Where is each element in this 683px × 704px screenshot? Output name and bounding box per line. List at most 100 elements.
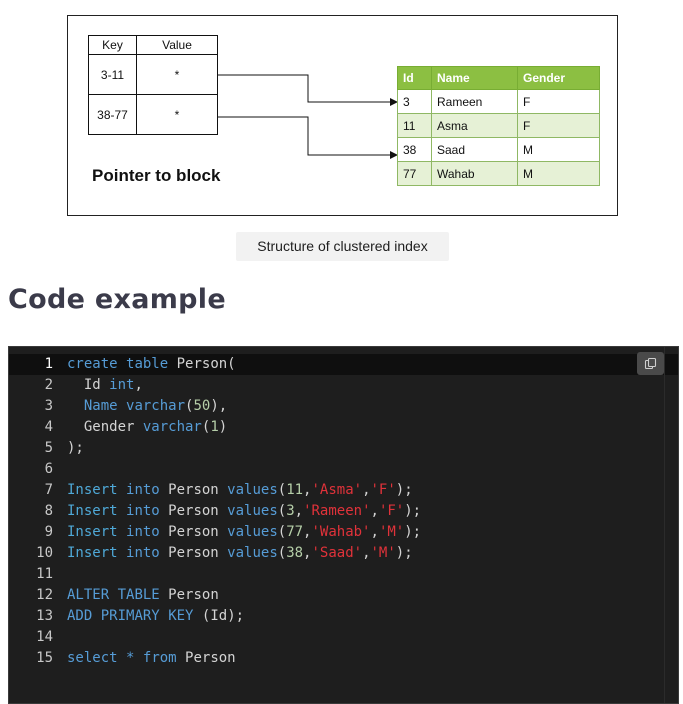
- line-number: 4: [44, 419, 53, 435]
- code-token: [134, 650, 142, 666]
- data-cell-id: 3: [397, 89, 432, 114]
- code-line: 6: [9, 459, 678, 480]
- line-number: 8: [44, 503, 53, 519]
- code-token: ),: [210, 398, 228, 414]
- code-token: varchar: [142, 419, 202, 435]
- pointer-arrow-2: [218, 116, 398, 159]
- code-token: ALTER: [67, 587, 110, 603]
- code-token: Person: [159, 524, 228, 540]
- index-key-cell: 38-77: [88, 94, 137, 135]
- code-token: into: [126, 503, 160, 519]
- data-block-table: Id Name Gender 3 Rameen F 11 Asma F 38 S…: [397, 66, 600, 186]
- code-token: select: [67, 650, 118, 666]
- code-token: 11: [286, 482, 304, 498]
- code-token: [118, 482, 126, 498]
- pointer-arrow-1: [218, 74, 398, 106]
- code-token: (: [185, 398, 194, 414]
- code-token: 1: [210, 419, 219, 435]
- code-line: 11: [9, 564, 678, 585]
- code-token: 3: [286, 503, 295, 519]
- code-token: ,: [303, 545, 312, 561]
- copy-code-button[interactable]: [637, 352, 664, 375]
- copy-icon: [644, 357, 657, 370]
- data-row: 3 Rameen F: [397, 89, 600, 114]
- code-token: Person(: [168, 356, 236, 372]
- code-token: values: [227, 482, 278, 498]
- code-token: 50: [193, 398, 211, 414]
- code-text: [53, 564, 678, 585]
- index-row: 3-11 *: [88, 54, 218, 95]
- code-token: values: [227, 524, 278, 540]
- line-number: 14: [36, 629, 53, 645]
- code-text: Gender varchar(1): [53, 417, 678, 438]
- code-token: values: [227, 503, 278, 519]
- code-token: 'M': [370, 545, 396, 561]
- code-token: values: [227, 545, 278, 561]
- code-token: );: [67, 440, 84, 456]
- line-number: 15: [36, 650, 53, 666]
- code-token: Person: [176, 650, 236, 666]
- data-row: 11 Asma F: [397, 113, 600, 138]
- line-number: 12: [36, 587, 53, 603]
- index-value-cell: *: [136, 94, 218, 135]
- code-token: ,: [370, 503, 379, 519]
- code-token: Person: [159, 587, 219, 603]
- editor-scrollbar[interactable]: [664, 347, 678, 703]
- code-token: [118, 398, 126, 414]
- code-text: Insert into Person values(3,'Rameen','F'…: [53, 501, 678, 522]
- code-token: ): [218, 419, 228, 435]
- code-text: select * from Person: [53, 648, 678, 669]
- code-token: table: [126, 356, 169, 372]
- code-token: Insert: [67, 524, 118, 540]
- index-header-value: Value: [136, 35, 218, 55]
- code-token: ,: [294, 503, 304, 519]
- code-token: into: [126, 524, 160, 540]
- data-row: 77 Wahab M: [397, 161, 600, 186]
- code-line: 3 Name varchar(50),: [9, 396, 678, 417]
- code-token: (Id);: [193, 608, 245, 624]
- code-token: int: [109, 377, 135, 393]
- code-line: 5);: [9, 438, 678, 459]
- code-token: );: [404, 524, 422, 540]
- code-token: );: [404, 503, 422, 519]
- code-token: [118, 650, 126, 666]
- code-line: 4 Gender varchar(1): [9, 417, 678, 438]
- index-row: 38-77 *: [88, 94, 218, 135]
- data-row: 38 Saad M: [397, 137, 600, 162]
- code-token: Insert: [67, 503, 118, 519]
- data-cell-gender: M: [517, 137, 600, 162]
- code-token: [118, 545, 126, 561]
- code-token: Gender: [67, 419, 143, 435]
- code-token: Insert: [67, 482, 118, 498]
- code-token: ,: [134, 377, 143, 393]
- code-token: 'M': [378, 524, 405, 540]
- code-token: ,: [303, 524, 312, 540]
- code-text: Id int,: [53, 375, 678, 396]
- line-number: 2: [44, 377, 53, 393]
- code-token: PRIMARY: [100, 608, 160, 624]
- code-token: Person: [159, 503, 228, 519]
- line-number: 1: [44, 356, 53, 372]
- code-token: ADD: [67, 608, 93, 624]
- code-token: ,: [303, 482, 312, 498]
- figure-caption: Structure of clustered index: [236, 232, 449, 261]
- code-text: Name varchar(50),: [53, 396, 678, 417]
- code-token: into: [126, 545, 160, 561]
- line-number: 7: [44, 482, 53, 498]
- index-key-cell: 3-11: [88, 54, 137, 95]
- code-token: Name: [83, 398, 118, 414]
- code-token: [118, 503, 126, 519]
- code-token: 'Saad': [311, 545, 363, 561]
- code-token: Person: [159, 545, 228, 561]
- line-number: 10: [36, 545, 53, 561]
- code-token: ,: [362, 545, 371, 561]
- clustered-index-diagram: Key Value 3-11 * 38-77 * Pointer to bloc…: [67, 15, 618, 216]
- code-token: );: [395, 482, 413, 498]
- data-header-id: Id: [397, 66, 432, 90]
